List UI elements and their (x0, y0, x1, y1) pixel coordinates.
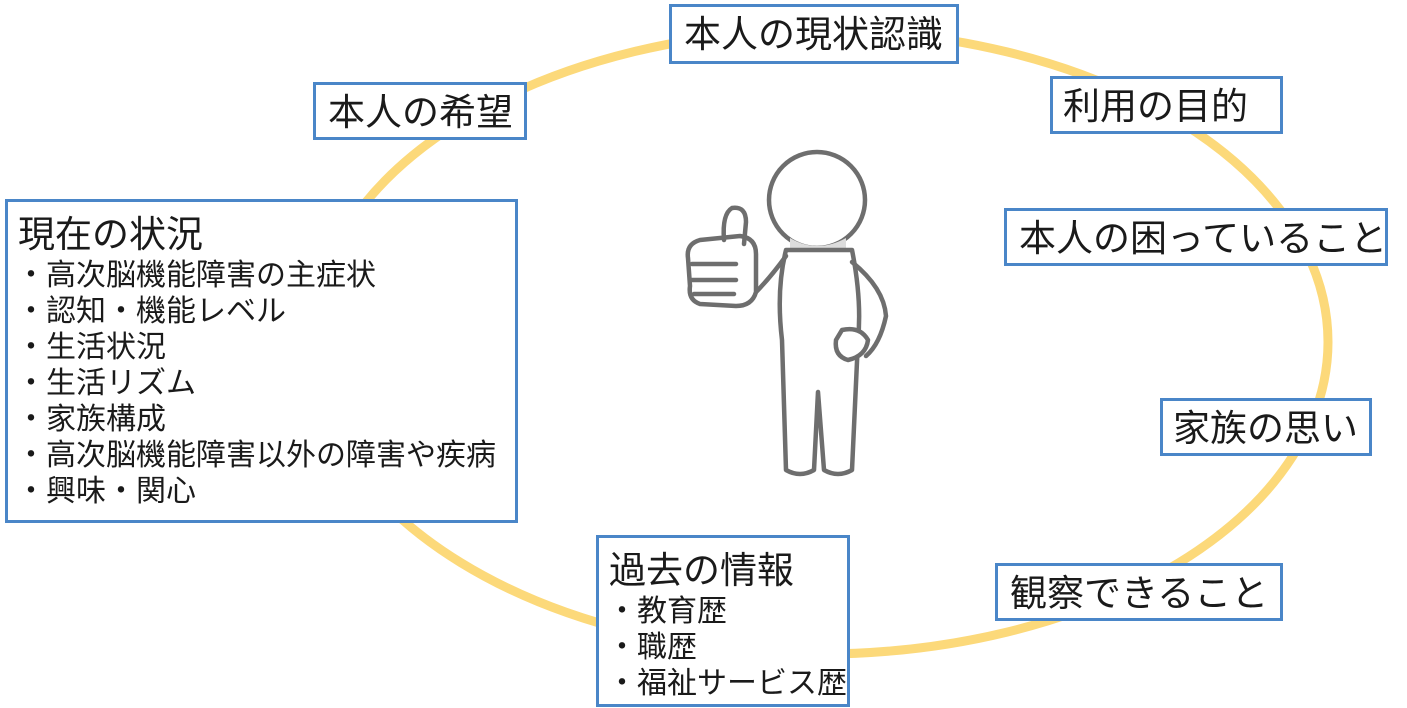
current-situation-box: 現在の状況 ・高次脳機能障害の主症状・認知・機能レベル・生活状況・生活リズム・家… (5, 199, 518, 523)
family-thoughts-label: 家族の思い (1173, 407, 1358, 450)
current-situation-item: ・家族構成 (16, 402, 166, 437)
wish-label: 本人の希望 (328, 91, 513, 134)
past-info-title: 過去の情報 (609, 549, 794, 592)
past-info-item: ・教育歴 (607, 594, 727, 629)
current-situation-item: ・生活リズム (16, 366, 196, 401)
self-awareness-label: 本人の現状認識 (684, 13, 943, 56)
observable-label: 観察できること (1010, 572, 1269, 615)
troubles-label: 本人の困っていること (1019, 217, 1388, 260)
past-info-box: 過去の情報 ・教育歴・職歴・福祉サービス歴 (596, 535, 850, 707)
past-info-item: ・職歴 (607, 630, 697, 665)
self-awareness-box: 本人の現状認識 (669, 4, 959, 64)
current-situation-item: ・高次脳機能障害の主症状 (16, 258, 376, 293)
past-info-list: ・教育歴・職歴・福祉サービス歴 (607, 594, 847, 702)
observable-box: 観察できること (995, 563, 1283, 621)
family-thoughts-box: 家族の思い (1160, 398, 1372, 456)
purpose-box: 利用の目的 (1050, 76, 1283, 134)
current-situation-title: 現在の状況 (18, 213, 203, 256)
current-situation-list: ・高次脳機能障害の主症状・認知・機能レベル・生活状況・生活リズム・家族構成・高次… (16, 258, 496, 510)
thumbs-up-person-icon (685, 149, 889, 477)
current-situation-item: ・認知・機能レベル (16, 294, 286, 329)
wish-box: 本人の希望 (313, 82, 527, 140)
troubles-box: 本人の困っていること (1004, 208, 1388, 266)
current-situation-item: ・生活状況 (16, 330, 166, 365)
purpose-label: 利用の目的 (1063, 85, 1248, 128)
past-info-item: ・福祉サービス歴 (607, 666, 847, 701)
current-situation-item: ・興味・関心 (16, 474, 196, 509)
current-situation-item: ・高次脳機能障害以外の障害や疾病 (16, 438, 496, 473)
